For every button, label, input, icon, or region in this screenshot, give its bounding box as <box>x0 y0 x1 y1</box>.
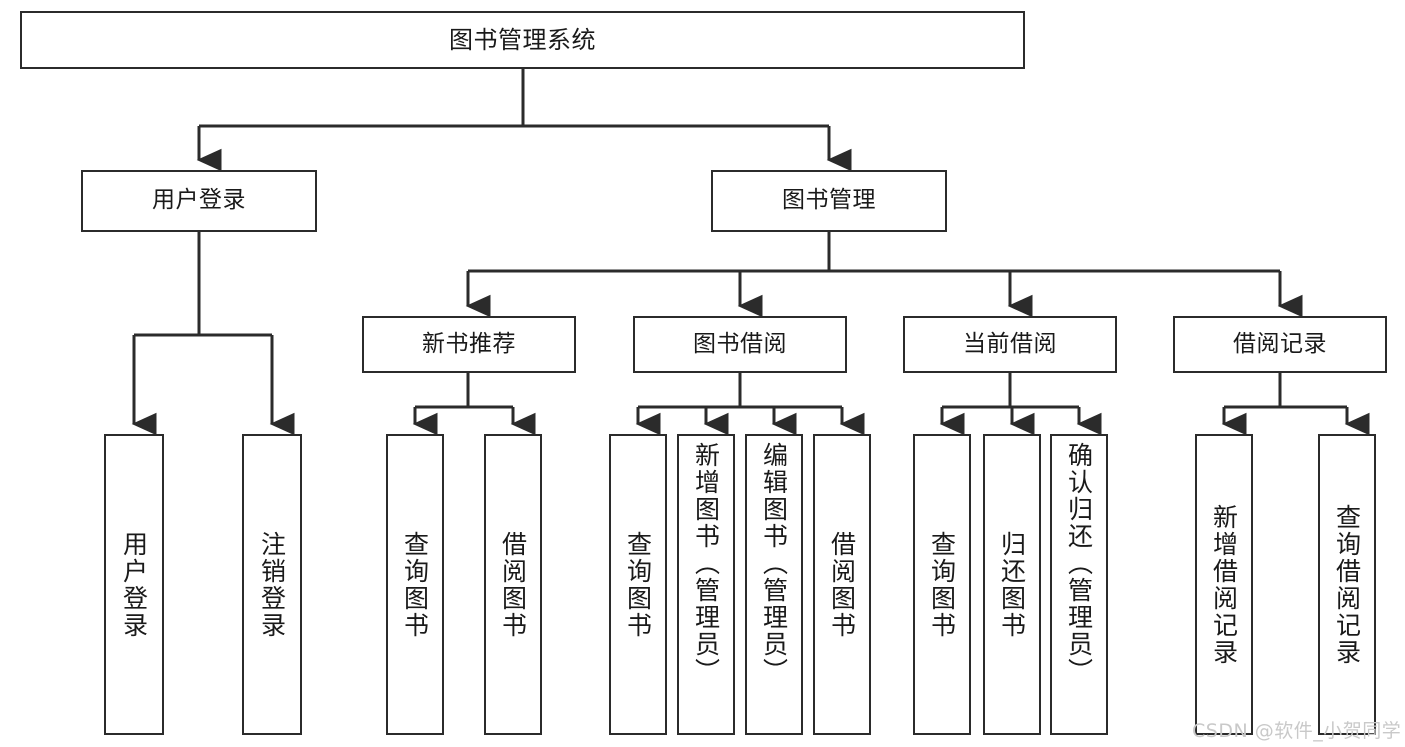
edges-borrow-to-leaves <box>635 373 865 436</box>
node-label: 图书管理系统 <box>449 25 596 54</box>
node-label: 注销登录 <box>257 530 287 639</box>
edges-bookmgmt-to-level3 <box>465 232 1303 318</box>
node-label: 查询图书 <box>927 530 957 639</box>
node-label: 借阅图书 <box>498 530 528 639</box>
leaf-return-book[interactable]: 归还图书 <box>983 434 1041 735</box>
node-label: 新书推荐 <box>422 330 516 357</box>
edges-root-to-level2 <box>196 69 852 172</box>
leaf-query-book-current[interactable]: 查询图书 <box>913 434 971 735</box>
node-book-borrow[interactable]: 图书借阅 <box>633 316 847 373</box>
node-label: 图书借阅 <box>693 330 787 357</box>
node-label: 归还图书 <box>997 530 1027 639</box>
leaf-query-book-borrow[interactable]: 查询图书 <box>609 434 667 735</box>
node-current-borrow[interactable]: 当前借阅 <box>903 316 1117 373</box>
edges-records-to-leaves <box>1221 373 1370 436</box>
node-label: 用户登录 <box>152 187 246 214</box>
leaf-query-borrow-record[interactable]: 查询借阅记录 <box>1318 434 1376 735</box>
csdn-watermark: CSDN @软件_小贺同学 <box>1192 720 1402 742</box>
leaf-borrow-book[interactable]: 借阅图书 <box>813 434 871 735</box>
leaf-add-borrow-record[interactable]: 新增借阅记录 <box>1195 434 1253 735</box>
node-book-management[interactable]: 图书管理 <box>711 170 947 232</box>
leaf-borrow-book-recommend[interactable]: 借阅图书 <box>484 434 542 735</box>
leaf-logout-login[interactable]: 注销登录 <box>242 434 302 735</box>
node-borrow-records[interactable]: 借阅记录 <box>1173 316 1387 373</box>
node-new-book-recommend[interactable]: 新书推荐 <box>362 316 576 373</box>
leaf-add-book-admin[interactable]: 新增图书（管理员） <box>677 434 735 735</box>
leaf-query-book-recommend[interactable]: 查询图书 <box>386 434 444 735</box>
node-label: 当前借阅 <box>963 330 1057 357</box>
edges-newbook-to-leaves <box>412 373 536 436</box>
node-label: 图书管理 <box>782 187 876 214</box>
node-label: 新增图书（管理员） <box>691 442 721 685</box>
node-label: 借阅图书 <box>827 530 857 639</box>
node-root-system[interactable]: 图书管理系统 <box>20 11 1025 69</box>
edges-userlogin-to-leaves <box>131 232 295 436</box>
node-label: 查询图书 <box>400 530 430 639</box>
node-label: 新增借阅记录 <box>1209 503 1239 666</box>
node-label: 借阅记录 <box>1233 330 1327 357</box>
edges-current-to-leaves <box>939 373 1102 436</box>
node-user-login[interactable]: 用户登录 <box>81 170 317 232</box>
leaf-user-login[interactable]: 用户登录 <box>104 434 164 735</box>
node-label: 查询图书 <box>623 530 653 639</box>
node-label: 查询借阅记录 <box>1332 503 1362 666</box>
leaf-confirm-return-admin[interactable]: 确认归还（管理员） <box>1050 434 1108 735</box>
node-label: 编辑图书（管理员） <box>759 442 789 685</box>
node-label: 用户登录 <box>119 530 149 639</box>
node-label: 确认归还（管理员） <box>1064 442 1094 685</box>
leaf-edit-book-admin[interactable]: 编辑图书（管理员） <box>745 434 803 735</box>
